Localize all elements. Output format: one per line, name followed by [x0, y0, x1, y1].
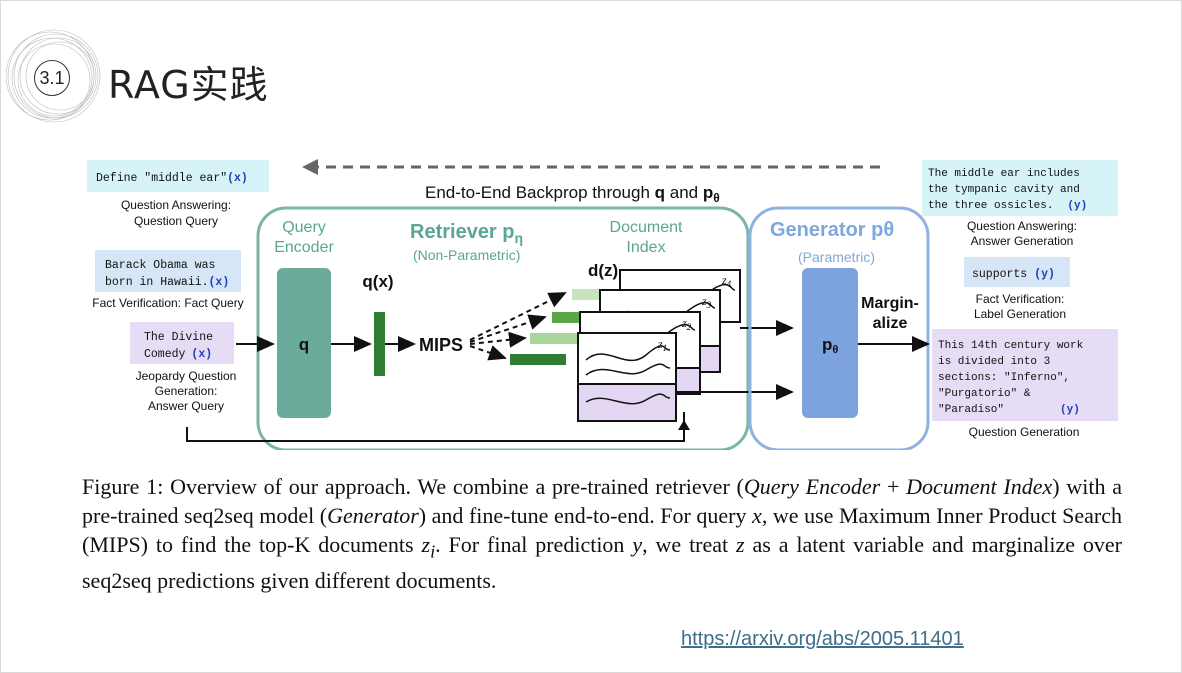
retriever-title: Retriever pη — [410, 221, 523, 246]
input-qa-text: Define "middle ear"(x) — [96, 172, 248, 185]
input-box-qa — [87, 160, 269, 192]
query-encoder-block — [277, 268, 331, 418]
slide-title: RAG实践 — [108, 63, 269, 107]
output-qa-caption-1: Question Answering: — [967, 219, 1077, 233]
marginalize-1: Margin- — [861, 295, 919, 312]
query-encoder-label-2: Encoder — [274, 239, 334, 256]
output-qg-line3: sections: "Inferno", — [938, 372, 1070, 384]
svg-text:z2: z2 — [681, 316, 692, 332]
input-fv-line2: born in Hawaii.(x) — [105, 276, 229, 289]
swirl-decoration-icon — [5, 29, 101, 123]
svg-text:z1: z1 — [657, 337, 667, 353]
svg-text:z3: z3 — [701, 294, 712, 310]
output-qg-line5: "Paradiso"(y) — [938, 404, 1080, 416]
query-encoder-label-1: Query — [282, 219, 326, 236]
document-index-label-1: Document — [610, 219, 683, 236]
rag-figure: End-to-End Backprop through q and pθ Ret… — [87, 159, 1118, 450]
input-qa-caption-2: Question Query — [134, 214, 218, 228]
section-number: 3.1 — [34, 60, 70, 96]
generator-title: Generator pθ — [770, 219, 894, 241]
output-qa-line3: the three ossicles.(y) — [928, 200, 1087, 212]
output-box-qg — [932, 329, 1118, 421]
marginalize-2: alize — [873, 315, 908, 332]
figure-caption: Figure 1: Overview of our approach. We c… — [82, 474, 1123, 594]
input-jq-caption-3: Answer Query — [148, 399, 224, 413]
query-encoder-q: q — [299, 335, 309, 354]
output-fv-text: supports(y) — [972, 268, 1055, 281]
input-fv-caption: Fact Verification: Fact Query — [92, 296, 243, 310]
dz-label: d(z) — [588, 261, 618, 280]
input-jq-caption-1: Jeopardy Question — [136, 369, 237, 383]
qx-label: q(x) — [362, 272, 393, 291]
backprop-label: End-to-End Backprop through q and pθ — [425, 183, 720, 205]
backprop-arrowhead — [302, 159, 318, 175]
input-fv-line1: Barack Obama was — [105, 259, 215, 272]
output-qa-caption-2: Answer Generation — [971, 234, 1074, 248]
generator-p: pθ — [822, 335, 838, 356]
output-qa-line1: The middle ear includes — [928, 168, 1080, 180]
doc-vector-2 — [530, 333, 586, 344]
generator-box — [748, 206, 930, 450]
output-qg-line2: is divided into 3 — [938, 356, 1050, 368]
doc-vector-1 — [510, 354, 566, 365]
input-box-jq — [130, 322, 234, 364]
mips-label: MIPS — [419, 335, 463, 355]
output-qa-line2: the tympanic cavity and — [928, 184, 1080, 196]
input-jq-line1: The Divine — [144, 331, 213, 344]
generator-block — [802, 268, 858, 418]
paper-link[interactable]: https://arxiv.org/abs/2005.11401 — [681, 628, 964, 650]
retriever-note: (Non-Parametric) — [413, 247, 520, 263]
output-qg-line1: This 14th century work — [938, 340, 1084, 352]
input-box-fv — [95, 250, 241, 292]
output-fv-caption-2: Label Generation — [974, 307, 1066, 321]
generator-note: (Parametric) — [798, 249, 875, 265]
output-box-qa — [922, 160, 1118, 216]
input-jq-line2: Comedy(x) — [144, 348, 212, 361]
query-vector — [374, 312, 385, 376]
output-qg-line4: "Purgatorio" & — [938, 388, 1031, 400]
output-fv-caption-1: Fact Verification: — [976, 292, 1065, 306]
input-jq-caption-2: Generation: — [155, 384, 218, 398]
output-box-fv — [964, 257, 1070, 287]
section-badge — [5, 28, 102, 124]
svg-text:z4: z4 — [721, 273, 732, 289]
document-index-label-2: Index — [626, 239, 665, 256]
output-qg-caption: Question Generation — [969, 425, 1080, 439]
document-stack: z4 z3 z2 z1 — [577, 269, 741, 422]
input-qa-caption-1: Question Answering: — [121, 198, 231, 212]
